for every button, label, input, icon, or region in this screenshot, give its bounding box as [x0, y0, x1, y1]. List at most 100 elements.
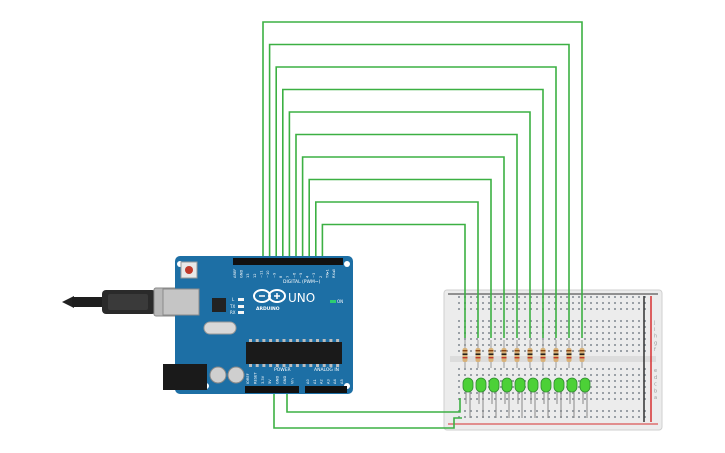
resistor[interactable] [475, 348, 481, 362]
pin-label: 13 [246, 273, 250, 278]
led[interactable] [579, 377, 591, 393]
chip-pin [255, 339, 259, 342]
mount-hole [344, 261, 350, 267]
gnd-wire[interactable] [273, 393, 462, 429]
row-letter: i [654, 327, 655, 333]
wire[interactable] [288, 111, 531, 338]
resistor-band [475, 353, 481, 355]
wire[interactable] [301, 156, 505, 338]
pin-label: 4 [306, 275, 310, 278]
resistor-band [462, 357, 468, 359]
board-model: UNO [288, 291, 315, 305]
row-letter: c [654, 382, 657, 388]
reset-button-cap[interactable] [185, 266, 193, 274]
chip-pin [289, 339, 293, 342]
power-wire[interactable] [286, 393, 461, 413]
pin-label: 3.3V [261, 375, 265, 384]
led[interactable] [566, 377, 578, 393]
chip-pin [309, 339, 313, 342]
resistor[interactable] [488, 348, 494, 362]
pin-label: 2 [319, 276, 323, 278]
resistor-band [501, 357, 507, 359]
rx-led [238, 311, 244, 314]
wire[interactable] [308, 178, 492, 339]
digital-header [233, 258, 343, 265]
resistor[interactable] [501, 348, 507, 362]
pin-label: 7 [286, 276, 290, 278]
board-brand: ARDUINO [256, 306, 280, 312]
resistor-band [462, 353, 468, 355]
row-letter: j [653, 320, 655, 326]
chip-pin [336, 364, 340, 367]
arduino-uno-board[interactable]: L TX RX ON UNO ARDUINO DIGITAL (PWM~) AR… [162, 256, 353, 394]
wire[interactable] [295, 133, 518, 339]
row-letter: f [654, 347, 656, 353]
on-led [330, 300, 336, 303]
led[interactable] [462, 377, 474, 393]
resistor-band [488, 350, 494, 352]
chip-pin [329, 339, 333, 342]
resistor[interactable] [553, 348, 559, 362]
cable-tail [62, 296, 74, 308]
resistor[interactable] [540, 348, 546, 362]
chip-pin [262, 364, 266, 367]
resistor-band [579, 350, 585, 352]
pin-label: A4 [333, 379, 337, 384]
resistor-band [553, 353, 559, 355]
wire[interactable] [262, 21, 583, 338]
analog-header [305, 386, 347, 393]
resistors[interactable] [462, 340, 585, 368]
power-label: POWER [274, 367, 291, 373]
chip-pin [269, 339, 273, 342]
resistor[interactable] [462, 348, 468, 362]
pin-label: GND [240, 270, 244, 278]
chip-pin [302, 364, 306, 367]
l-label: L [232, 297, 235, 302]
chip-pin [249, 364, 252, 367]
led[interactable] [501, 377, 513, 393]
wire[interactable] [268, 43, 570, 339]
resistor-band [527, 357, 533, 359]
capacitor [227, 366, 245, 384]
led[interactable] [540, 377, 552, 393]
wires[interactable] [262, 21, 583, 429]
crystal-oscillator [203, 321, 237, 335]
led[interactable] [514, 377, 526, 393]
wire[interactable] [321, 223, 466, 339]
resistor[interactable] [566, 348, 572, 362]
row-letter: d [654, 375, 657, 381]
resistor-band [462, 350, 468, 352]
pin-label: GND [276, 376, 280, 384]
wire[interactable] [315, 201, 479, 338]
led[interactable] [488, 377, 500, 393]
wire[interactable] [282, 88, 544, 339]
resistor[interactable] [514, 348, 520, 362]
chip-pin [316, 364, 319, 367]
row-letter: a [654, 395, 657, 401]
pin-label: A0 [306, 379, 310, 384]
resistor[interactable] [527, 348, 533, 362]
wire[interactable] [275, 66, 557, 338]
board-usb-port [162, 288, 200, 316]
resistor[interactable] [579, 348, 585, 362]
row-letter: b [654, 388, 657, 394]
pin-label: ~11 [259, 270, 263, 278]
led[interactable] [475, 377, 487, 393]
resistor-band [553, 357, 559, 359]
tx-led [238, 305, 244, 308]
pin-label: RX◂0 [332, 268, 336, 278]
leds[interactable] [462, 377, 591, 418]
resistor-band [527, 350, 533, 352]
pin-label: RESET [253, 372, 257, 384]
led[interactable] [553, 377, 565, 393]
chip-pin [295, 339, 299, 342]
resistor-band [514, 357, 520, 359]
chip-pin [336, 339, 340, 342]
chip-pin [249, 339, 252, 342]
led[interactable] [527, 377, 539, 393]
